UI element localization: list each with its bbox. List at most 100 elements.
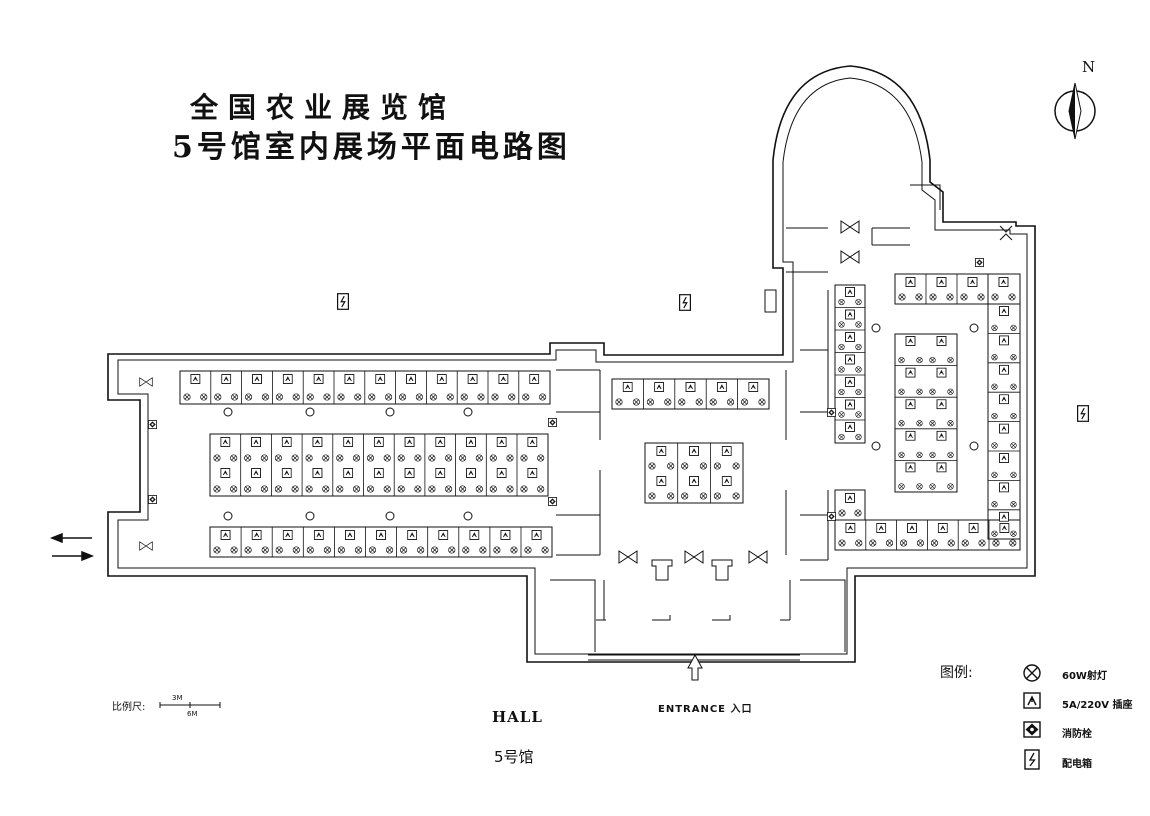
interior-partitions	[550, 184, 941, 661]
booth-lamp	[510, 546, 518, 554]
booth-lamp	[709, 398, 717, 406]
booth-lamp	[244, 454, 252, 462]
booth-lamp	[244, 546, 252, 554]
booth-lamp	[459, 485, 467, 493]
booth-socket	[999, 306, 1009, 316]
booth-lamp	[758, 398, 766, 406]
booth-lamp	[520, 454, 528, 462]
booth-socket	[373, 437, 384, 447]
booth-socket	[220, 530, 231, 540]
booth-lamp	[292, 546, 300, 554]
booth-socket	[344, 374, 355, 384]
booth-lamp	[695, 398, 703, 406]
booth-lamp	[929, 451, 936, 459]
booth-socket	[999, 482, 1009, 493]
pillar	[969, 441, 979, 451]
booth-lamp	[475, 485, 483, 493]
booth-lamp	[991, 442, 998, 449]
booth-lamp	[855, 411, 862, 418]
booth-lamp	[429, 393, 437, 401]
booth-lamp	[415, 393, 423, 401]
booth-socket	[845, 287, 855, 297]
booth-lamp	[231, 393, 239, 401]
hydrant-icon	[1023, 721, 1041, 738]
pillar	[385, 511, 395, 521]
booth-lamp	[274, 454, 282, 462]
booth-socket	[876, 523, 887, 533]
booth-lamp	[1010, 354, 1017, 361]
booth-lamp	[991, 293, 999, 301]
booth-lamp	[713, 492, 721, 500]
booth-lamp	[855, 343, 862, 351]
doors	[139, 220, 1013, 564]
booth-lamp	[214, 393, 222, 401]
booth-socket	[251, 468, 261, 478]
booth-socket	[905, 462, 916, 473]
booth-lamp	[681, 492, 689, 500]
booth-socket	[845, 399, 855, 410]
booth-lamp	[929, 356, 936, 364]
booth-lamp	[261, 546, 269, 554]
booth-lamp	[681, 462, 689, 470]
booth-lamp	[699, 492, 707, 500]
booth-lamp	[213, 485, 221, 493]
booth-lamp	[383, 454, 391, 462]
booth-lamp	[667, 462, 675, 470]
booth-socket	[748, 382, 759, 392]
booth-lamp	[916, 420, 923, 427]
booth-lamp	[337, 546, 345, 554]
booth-lamp	[489, 485, 497, 493]
booth-lamp	[1010, 471, 1017, 479]
booth-lamp	[855, 321, 862, 328]
booth-socket	[999, 335, 1009, 346]
booth-lamp	[292, 393, 300, 401]
booth-lamp	[479, 546, 487, 554]
booth-socket	[496, 437, 507, 447]
booth-lamp	[632, 398, 640, 406]
booth-lamp	[397, 485, 405, 493]
pillar	[463, 407, 473, 417]
booth-socket	[406, 374, 416, 384]
booth-lamp	[537, 454, 545, 462]
booth-lamp	[489, 454, 497, 462]
booth-lamp	[366, 454, 375, 462]
booth-lamp	[385, 393, 393, 401]
booth-socket	[343, 468, 354, 478]
booth-lamp	[260, 454, 268, 462]
booth-socket	[936, 367, 947, 378]
booth-lamp	[446, 393, 454, 401]
booth-lamp	[445, 485, 453, 493]
booth-socket	[845, 493, 855, 503]
booth-socket	[281, 437, 292, 447]
booth-lamp	[336, 485, 344, 493]
booth-socket	[407, 530, 418, 540]
booth-lamp	[493, 546, 501, 554]
building-walls	[107, 65, 1036, 663]
booth-lamp	[400, 546, 408, 554]
title-line-1: 全国农业展览馆	[190, 91, 457, 124]
booth-lamp	[615, 398, 623, 406]
booth-socket	[435, 468, 446, 478]
booth-lamp	[428, 485, 436, 493]
booth-lamp	[230, 485, 238, 493]
booth-lamp	[898, 293, 906, 301]
booth-socket	[905, 367, 916, 378]
booth-socket	[999, 453, 1009, 463]
booth-socket	[466, 468, 476, 478]
north-compass-icon	[1054, 82, 1096, 140]
booth-lamp	[368, 393, 376, 401]
booth-socket	[375, 374, 386, 384]
booth-socket	[251, 530, 262, 540]
booth-lamp	[414, 454, 422, 462]
booth-lamp	[713, 462, 721, 470]
booth-lamp	[383, 485, 391, 493]
booth-lamp	[646, 398, 654, 406]
booth-socket	[498, 374, 509, 384]
booth-lamp	[648, 462, 656, 470]
booth-lamp	[522, 393, 530, 401]
booth-lamp	[417, 546, 425, 554]
booth-lamp	[305, 485, 313, 493]
booth-lamp	[539, 393, 547, 401]
booth-lamp	[898, 388, 905, 395]
booth-socket	[404, 468, 415, 478]
